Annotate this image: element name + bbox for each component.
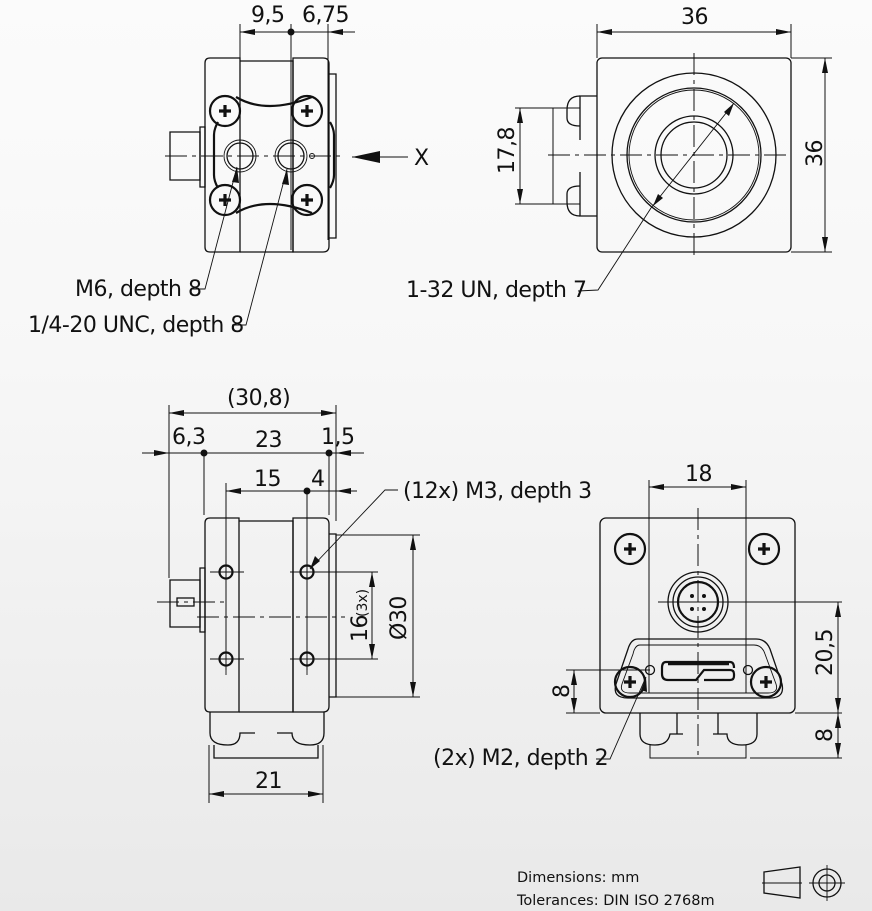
dim-18: 18 xyxy=(685,462,712,487)
usb-port-icon xyxy=(660,660,736,682)
tolerances-note: Tolerances: DIN ISO 2768m xyxy=(516,893,715,909)
footer: Dimensions: mm Tolerances: DIN ISO 2768m xyxy=(516,865,845,909)
view-marker-x: X xyxy=(414,146,429,171)
dim-usb-8: 8 xyxy=(550,685,575,699)
screw-icon xyxy=(613,532,647,566)
dim-width-36: 36 xyxy=(681,5,708,30)
dim-6-75: 6,75 xyxy=(302,3,349,28)
dim-17-8: 17,8 xyxy=(495,127,520,174)
hole-icon xyxy=(210,556,378,675)
screw-icon xyxy=(747,532,781,566)
units-note: Dimensions: mm xyxy=(517,870,639,886)
dim-height-36: 36 xyxy=(803,140,828,167)
callout-m3: (12x) M3, depth 3 xyxy=(403,479,592,504)
dim-15: 15 xyxy=(254,467,281,492)
dim-overall-30-8: (30,8) xyxy=(227,386,290,411)
dim-6-3: 6,3 xyxy=(172,425,206,450)
view-side-top: 9,5 6,75 X M6, depth 8 1/4-20 UNC xyxy=(28,3,430,338)
screw-icon xyxy=(208,94,242,128)
dim-9-5: 9,5 xyxy=(251,3,285,28)
view-front: 36 36 17,8 1-32 UN, depth 7 xyxy=(406,5,832,303)
dim-foot-8: 8 xyxy=(813,729,838,743)
dim-1-5: 1,5 xyxy=(321,425,355,450)
dim-16: 16 xyxy=(348,615,373,642)
dim-3x: (3x) xyxy=(355,589,371,617)
callout-unc: 1/4-20 UNC, depth 8 xyxy=(28,313,244,338)
first-angle-projection-icon xyxy=(762,865,845,901)
callout-thread: 1-32 UN, depth 7 xyxy=(406,278,587,303)
dim-21: 21 xyxy=(255,769,282,794)
screw-icon xyxy=(208,183,242,217)
callout-m6: M6, depth 8 xyxy=(75,277,202,302)
callout-m2: (2x) M2, depth 2 xyxy=(433,746,608,771)
dim-23: 23 xyxy=(255,428,282,453)
view-side-bottom: (30,8) 6,3 23 1,5 15 4 xyxy=(142,386,592,803)
dim-diameter-30: Ø30 xyxy=(387,596,412,640)
screw-icon xyxy=(749,665,783,699)
dim-20-5: 20,5 xyxy=(813,629,838,676)
dim-4: 4 xyxy=(311,467,325,492)
screw-icon xyxy=(290,94,324,128)
screw-icon xyxy=(613,665,647,699)
view-back: 18 20,5 xyxy=(433,462,842,771)
